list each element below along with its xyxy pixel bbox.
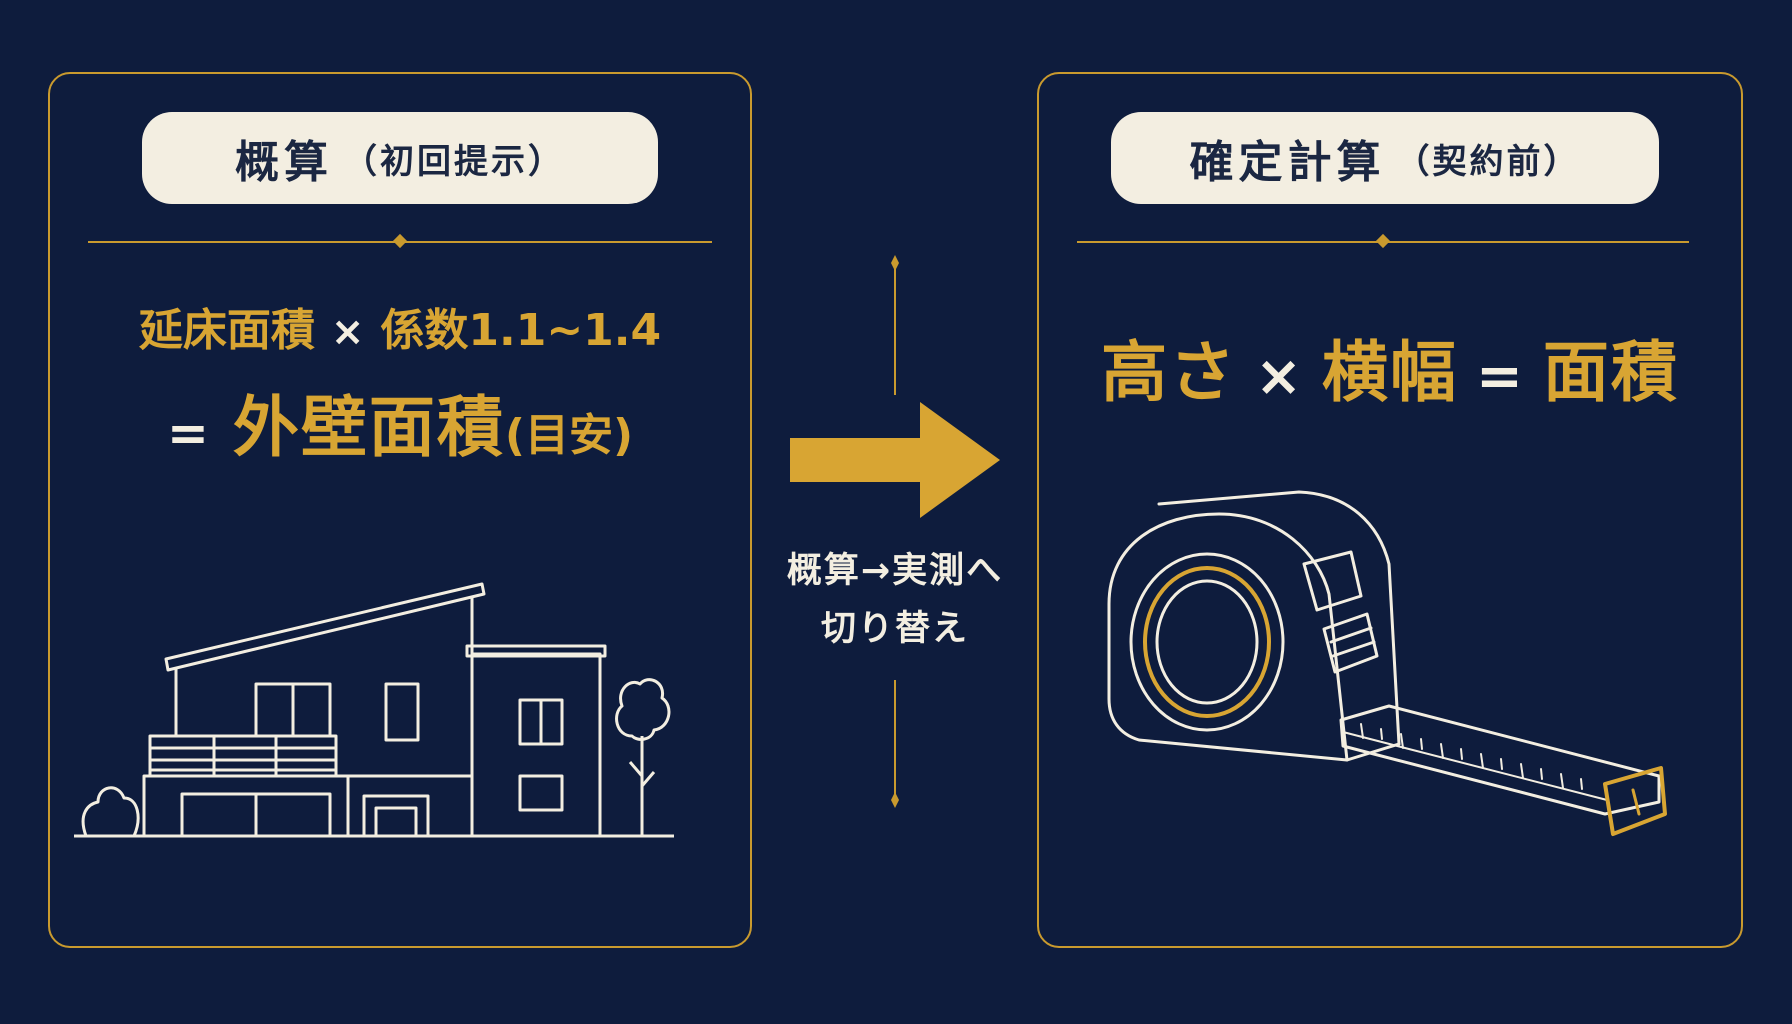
final-calculation-panel: 確定計算 （契約前） 高さ × 横幅 = 面積 xyxy=(1037,72,1743,948)
final-formula: 高さ × 横幅 = 面積 xyxy=(1039,319,1741,415)
final-title-pill: 確定計算 （契約前） xyxy=(1111,112,1659,204)
floor-area-term: 延床面積 xyxy=(138,305,315,356)
final-subtitle: （契約前） xyxy=(1395,141,1581,182)
area-result: 面積 xyxy=(1542,334,1679,411)
estimate-formula-line2: = 外壁面積(目安) xyxy=(50,374,750,470)
wall-area-result: 外壁面積 xyxy=(232,389,505,466)
final-title: 確定計算 xyxy=(1189,137,1386,188)
transition-caption: 概算→実測へ 切り替え xyxy=(770,542,1020,658)
caption-line2: 切り替え xyxy=(820,609,969,649)
width-term: 横幅 xyxy=(1322,334,1458,411)
diamond-icon xyxy=(1375,233,1391,249)
caption-line1: 概算→実測へ xyxy=(786,551,1004,591)
estimate-title-pill: 概算 （初回提示） xyxy=(142,112,658,204)
multiply-operator: × xyxy=(330,309,365,355)
coefficient-term: 係数1.1~1.4 xyxy=(380,305,662,356)
house-icon xyxy=(74,582,674,838)
diamond-line-top xyxy=(891,255,899,395)
tape-measure-icon xyxy=(1107,490,1667,836)
diamond-icon xyxy=(392,233,408,249)
equals-operator: = xyxy=(1476,344,1525,409)
height-term: 高さ xyxy=(1101,334,1238,411)
estimate-formula-line1: 延床面積 × 係数1.1~1.4 xyxy=(50,294,750,358)
multiply-operator: × xyxy=(1255,344,1304,409)
approximate-note: (目安) xyxy=(504,410,634,461)
estimate-panel: 概算 （初回提示） 延床面積 × 係数1.1~1.4 = 外壁面積(目安) xyxy=(48,72,752,948)
estimate-title: 概算 xyxy=(235,137,333,188)
divider xyxy=(88,233,712,250)
diamond-line-bottom xyxy=(891,680,899,808)
arrow-right-icon xyxy=(790,402,1000,518)
transition-column: 概算→実測へ 切り替え xyxy=(770,0,1020,1024)
divider xyxy=(1077,233,1689,250)
equals-operator: = xyxy=(166,404,209,462)
estimate-subtitle: （初回提示） xyxy=(343,141,565,182)
